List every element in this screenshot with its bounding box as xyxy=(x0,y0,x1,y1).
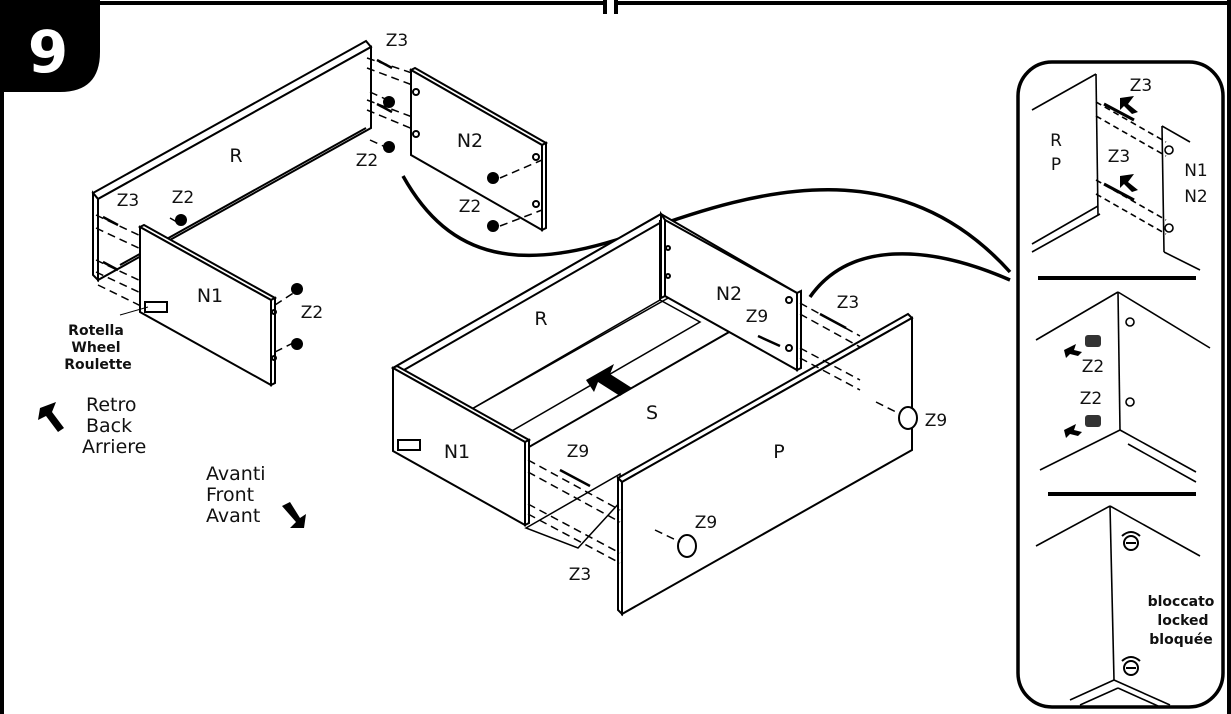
hardware-left xyxy=(175,96,499,350)
label-z9-left: Z9 xyxy=(567,442,589,462)
label-n1-left: N1 xyxy=(197,285,223,307)
detail-label-z3-a: Z3 xyxy=(1130,76,1152,96)
label-z2-n1: Z2 xyxy=(301,303,323,323)
label-s-drawer: S xyxy=(646,402,658,424)
step-number: 9 xyxy=(28,18,68,86)
label-z3-left: Z3 xyxy=(117,191,139,211)
detail-label-r: R xyxy=(1050,131,1062,151)
locked-label-it: bloccato xyxy=(1148,594,1215,610)
label-r-drawer: R xyxy=(534,308,547,330)
screw-marks-left xyxy=(102,58,393,272)
drawer-assembly xyxy=(390,210,918,617)
front-label-fr: Avant xyxy=(206,505,260,527)
detail-bottom xyxy=(1035,505,1201,707)
back-label-en: Back xyxy=(86,415,132,437)
back-arrow-icon xyxy=(38,402,64,432)
cam-z2-a-icon xyxy=(1064,335,1101,358)
arrow-z3-a-icon xyxy=(1120,96,1138,114)
slide-arrow-icon xyxy=(586,364,632,396)
back-label-fr: Arriere xyxy=(82,436,146,458)
label-z3-top: Z3 xyxy=(386,31,408,51)
left-assembly xyxy=(91,39,549,387)
detail-label-z3-b: Z3 xyxy=(1108,147,1130,167)
label-z9-front-right: Z9 xyxy=(925,411,947,431)
label-p-drawer: P xyxy=(773,441,784,463)
arrow-z3-b-icon xyxy=(1120,174,1138,192)
label-z3-right: Z3 xyxy=(837,293,859,313)
detail-label-z2-a: Z2 xyxy=(1082,357,1104,377)
label-z3-bottom: Z3 xyxy=(569,565,591,585)
detail-mid xyxy=(1035,291,1211,483)
detail-label-z2-b: Z2 xyxy=(1080,389,1102,409)
front-label-en: Front xyxy=(206,484,254,506)
label-z9-right: Z9 xyxy=(746,307,768,327)
label-n2-left: N2 xyxy=(457,130,483,152)
locked-label-en: locked xyxy=(1157,613,1208,629)
label-n1-drawer: N1 xyxy=(444,441,470,463)
wheel-label-en: Wheel xyxy=(71,340,120,356)
locked-cam-a-icon xyxy=(1121,531,1141,551)
wheel-label-it: Rotella xyxy=(68,323,124,339)
step-badge: 9 xyxy=(0,0,100,92)
back-label-it: Retro xyxy=(86,394,137,416)
wheel-label-fr: Roulette xyxy=(64,357,132,373)
cam-z2-b-icon xyxy=(1064,415,1101,438)
detail-label-p: P xyxy=(1051,155,1061,175)
wheel-leader xyxy=(119,306,149,316)
label-z9-front-left: Z9 xyxy=(695,513,717,533)
front-arrow-icon xyxy=(282,502,306,528)
detail-panel: R P N1 N2 Z3 Z3 Z2 Z2 xyxy=(1016,60,1225,709)
panel-n2-exploded xyxy=(408,66,549,232)
detail-top xyxy=(1031,73,1201,271)
panel-n1-exploded xyxy=(137,223,278,387)
locked-cam-b-icon xyxy=(1121,656,1141,676)
front-label-it: Avanti xyxy=(206,463,266,485)
detail-label-n1: N1 xyxy=(1184,161,1208,181)
label-r-left: R xyxy=(229,145,242,167)
label-n2-drawer: N2 xyxy=(716,283,742,305)
locked-label-fr: bloquée xyxy=(1149,632,1212,648)
label-z2-left: Z2 xyxy=(172,188,194,208)
label-z2-mid: Z2 xyxy=(356,151,378,171)
label-z2-n2: Z2 xyxy=(459,197,481,217)
detail-label-n2: N2 xyxy=(1184,187,1208,207)
